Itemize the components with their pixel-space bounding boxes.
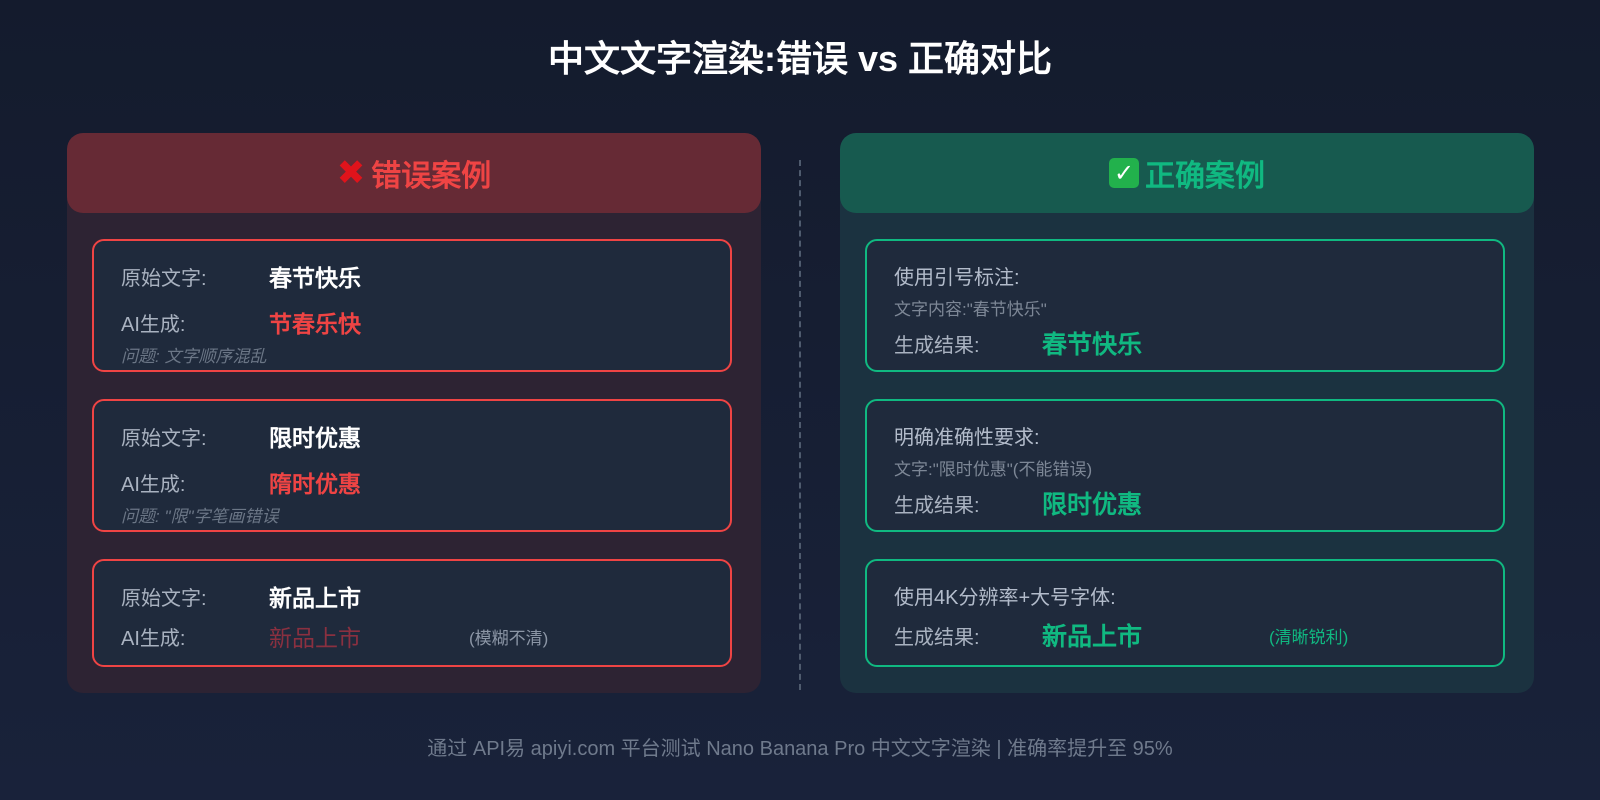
original-label: 原始文字:: [121, 267, 207, 290]
wrong-panel-header: ✖ 错误案例: [67, 133, 761, 213]
method-heading: 使用引号标注:: [894, 267, 1020, 289]
result-label: 生成结果:: [894, 626, 980, 649]
original-label: 原始文字:: [121, 587, 207, 610]
ai-label: AI生成:: [121, 313, 186, 336]
ai-value: 隋时优惠: [269, 471, 361, 497]
sharp-note: (清晰锐利): [1269, 627, 1349, 647]
correct-cases-panel: ✓ 正确案例 使用引号标注: 文字内容:"春节快乐" 生成结果: 春节快乐 明确…: [840, 133, 1534, 693]
result-value: 春节快乐: [1042, 331, 1143, 359]
correct-case-card-3: 使用4K分辨率+大号字体: 生成结果: 新品上市 (清晰锐利): [865, 559, 1505, 667]
original-value: 春节快乐: [269, 265, 361, 291]
correct-case-card-1: 使用引号标注: 文字内容:"春节快乐" 生成结果: 春节快乐: [865, 239, 1505, 372]
result-label: 生成结果:: [894, 494, 980, 517]
correct-case-card-2: 明确准确性要求: 文字:"限时优惠"(不能错误) 生成结果: 限时优惠: [865, 399, 1505, 532]
check-mark-icon: ✓: [1109, 158, 1139, 188]
wrong-panel-title: 错误案例: [371, 160, 492, 193]
wrong-cases-panel: ✖ 错误案例 原始文字: 春节快乐 AI生成: 节春乐快 问题: 文字顺序混乱 …: [67, 133, 761, 693]
ai-label: AI生成:: [121, 627, 186, 650]
original-value: 新品上市: [269, 585, 361, 611]
issue-text: 问题: "限"字笔画错误: [121, 507, 279, 526]
ai-value: 节春乐快: [269, 311, 361, 337]
result-label: 生成结果:: [894, 334, 980, 357]
wrong-case-card-2: 原始文字: 限时优惠 AI生成: 隋时优惠 问题: "限"字笔画错误: [92, 399, 732, 532]
wrong-case-card-3: 原始文字: 新品上市 AI生成: 新品上市 (模糊不清): [92, 559, 732, 667]
result-value: 新品上市: [1042, 623, 1143, 651]
method-heading: 使用4K分辨率+大号字体:: [894, 587, 1116, 609]
page-title: 中文文字渲染:错误 vs 正确对比: [547, 38, 1053, 79]
method-detail: 文字:"限时优惠"(不能错误): [894, 460, 1093, 479]
original-value: 限时优惠: [269, 425, 361, 451]
method-detail: 文字内容:"春节快乐": [894, 300, 1047, 319]
blurry-note: (模糊不清): [469, 628, 549, 648]
ai-label: AI生成:: [121, 473, 186, 496]
issue-text: 问题: 文字顺序混乱: [121, 347, 267, 366]
panel-divider: [799, 160, 801, 690]
footer-note: 通过 API易 apiyi.com 平台测试 Nano Banana Pro 中…: [427, 738, 1173, 760]
ai-value-blurry: 新品上市: [269, 625, 361, 651]
original-label: 原始文字:: [121, 427, 207, 450]
correct-panel-header: ✓ 正确案例: [840, 133, 1534, 213]
correct-panel-title: 正确案例: [1145, 160, 1265, 193]
wrong-case-card-1: 原始文字: 春节快乐 AI生成: 节春乐快 问题: 文字顺序混乱: [92, 239, 732, 372]
result-value: 限时优惠: [1042, 491, 1143, 519]
method-heading: 明确准确性要求:: [894, 427, 1040, 449]
cross-mark-icon: ✖: [336, 154, 366, 192]
